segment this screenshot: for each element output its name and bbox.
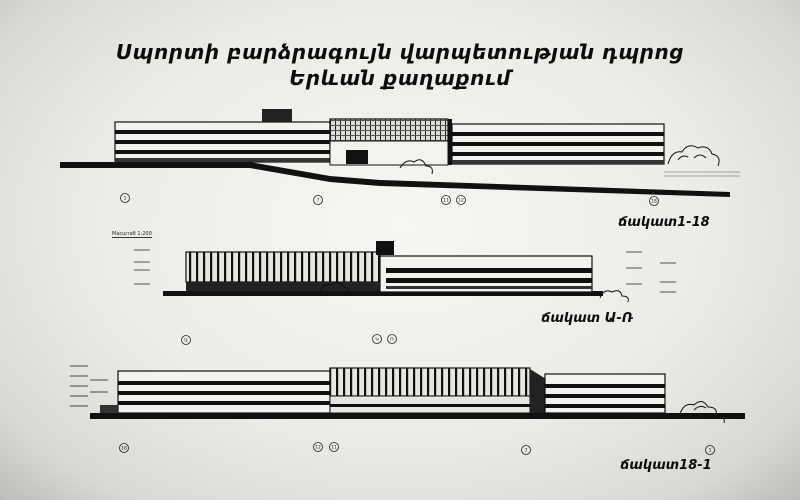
- axis-label: 1: [709, 448, 712, 454]
- level-marks: [134, 249, 676, 293]
- tall-block: [185, 251, 381, 283]
- axis-label: 18: [651, 199, 657, 205]
- axis-label: 7: [317, 198, 320, 204]
- ground-line: [60, 162, 730, 197]
- axis-label: 11: [331, 445, 337, 451]
- elevation-a-r-label: ճակատ Ա-Ռ: [541, 311, 634, 326]
- axis-label: 1: [124, 196, 127, 202]
- axis-label: 12: [315, 445, 321, 451]
- trees: [319, 281, 629, 303]
- axis-label: 11: [443, 198, 449, 204]
- axis-markers: [181, 334, 397, 345]
- axis-label: 18: [121, 446, 127, 452]
- axis-label: Ռ: [390, 337, 394, 343]
- ground-line: [163, 291, 603, 296]
- ground-line: [90, 413, 745, 419]
- axis-label: 7: [525, 448, 528, 454]
- axis-label: Կ: [375, 337, 378, 343]
- elevation-1-18-label: ճակատ1-18: [618, 215, 710, 230]
- axis-label: 12: [458, 198, 464, 204]
- trees: [399, 145, 720, 175]
- central-hall: [329, 367, 531, 397]
- elevation-1-18-drawing: 1 7 11 12 18: [60, 109, 740, 206]
- elevation-18-1-drawing: 18 12 11 7 1: [70, 365, 745, 455]
- level-marks: [70, 365, 108, 407]
- elevation-a-r-drawing: Ա Կ Ռ: [134, 241, 676, 345]
- axis-label: Ա: [184, 338, 188, 344]
- scale-note: Масштаб 1:200: [112, 231, 152, 238]
- axis-markers: [120, 193, 659, 206]
- roof-box: [262, 109, 292, 122]
- sheet-title: Սպորտի բարձրագույն վարպետության դպրոց: [115, 40, 685, 64]
- trees: [679, 401, 725, 424]
- sheet-subtitle: Երևան քաղաքում: [289, 66, 511, 90]
- elevation-18-1-label: ճակատ18-1: [620, 458, 712, 473]
- axis-markers: [119, 442, 715, 455]
